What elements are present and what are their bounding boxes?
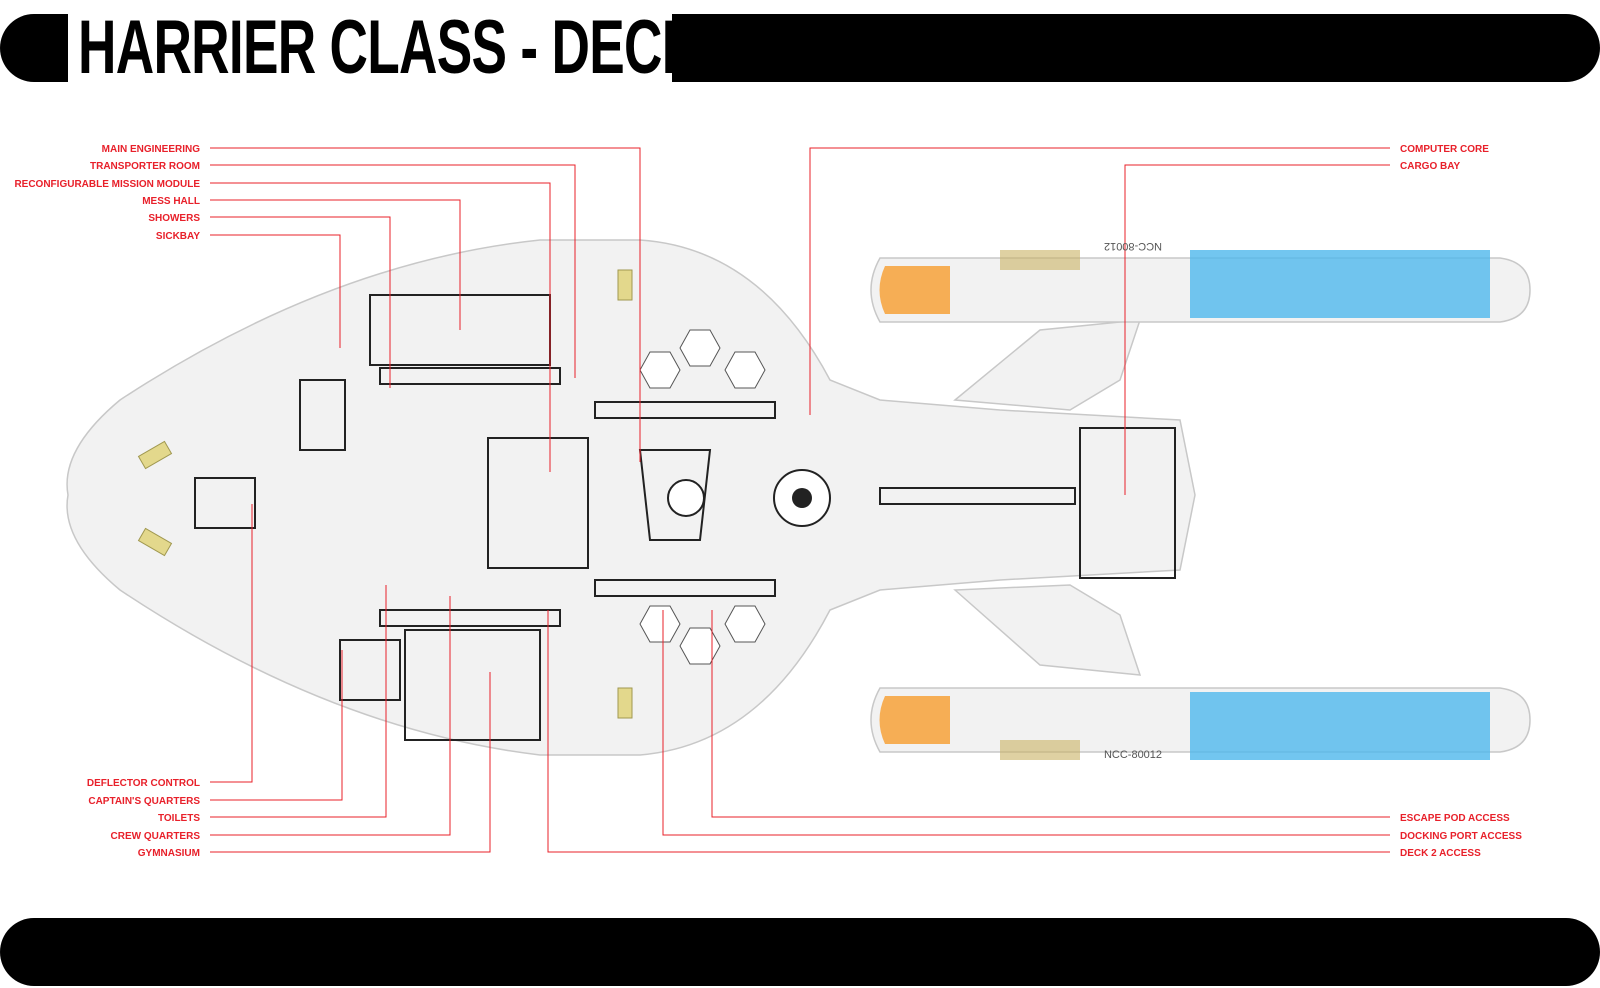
- label-sickbay: SICKBAY: [156, 231, 200, 242]
- label-deck-2-access: DECK 2 ACCESS: [1400, 848, 1481, 859]
- lower-bussard: [879, 696, 950, 744]
- label-docking-port-access: DOCKING PORT ACCESS: [1400, 831, 1522, 842]
- label-captains-quarters: CAPTAIN'S QUARTERS: [88, 796, 200, 807]
- title-bar-left: [0, 14, 68, 82]
- main-engineering-room: [638, 449, 712, 541]
- upper-pylon: [953, 319, 1142, 411]
- footer-bar: [0, 918, 1600, 986]
- label-cargo-bay: CARGO BAY: [1400, 161, 1461, 172]
- upper-bussard: [879, 266, 950, 314]
- label-gymnasium: GYMNASIUM: [138, 848, 200, 859]
- upper-corridor: [594, 401, 776, 419]
- sickbay-room: [299, 379, 346, 451]
- label-main-engineering: MAIN ENGINEERING: [102, 144, 201, 155]
- label-deflector-control: DEFLECTOR CONTROL: [87, 778, 200, 789]
- docking-hexes: [639, 329, 766, 665]
- label-escape-pod-access: ESCAPE POD ACCESS: [1400, 813, 1510, 824]
- label-transporter-room: TRANSPORTER ROOM: [90, 161, 200, 172]
- warp-core: [667, 479, 705, 517]
- computer-core-center: [792, 488, 812, 508]
- cargo-bay-room: [1079, 427, 1176, 579]
- label-mess-hall: MESS HALL: [142, 196, 200, 207]
- label-computer-core: COMPUTER CORE: [1400, 144, 1489, 155]
- upper-warp-grille: [1190, 250, 1490, 318]
- lower-warp-grille: [1190, 692, 1490, 760]
- main-hull: [66, 239, 1196, 756]
- fore-lower-corridor: [379, 609, 561, 627]
- gymnasium-room: [404, 629, 541, 741]
- leader-lines: [210, 147, 1390, 853]
- title-bar-right: [672, 14, 1600, 82]
- registry-lower: NCC-80012: [1104, 749, 1162, 761]
- registry-upper: NCC-80012: [1104, 240, 1162, 252]
- upper-nacelle-panel: [1000, 250, 1080, 270]
- label-showers: SHOWERS: [148, 213, 200, 224]
- lower-pylon: [953, 584, 1142, 676]
- lower-nacelle-panel: [1000, 740, 1080, 760]
- label-crew-quarters: CREW QUARTERS: [111, 831, 201, 842]
- fore-upper-corridor: [379, 367, 561, 385]
- label-reconfigurable-mission-module: RECONFIGURABLE MISSION MODULE: [14, 179, 200, 190]
- mission-module-room: [487, 437, 589, 569]
- label-toilets: TOILETS: [158, 813, 200, 824]
- lower-corridor: [594, 579, 776, 597]
- aft-corridor: [879, 487, 1076, 505]
- escape-pods: [137, 269, 633, 719]
- deflector-control-room: [194, 477, 256, 529]
- captains-quarters-room: [339, 639, 401, 701]
